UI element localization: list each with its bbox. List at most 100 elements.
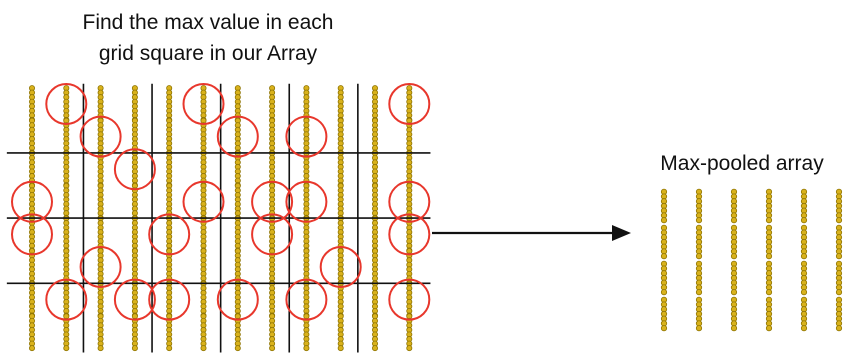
array-cell-r1-c9 bbox=[338, 118, 343, 155]
bead bbox=[270, 346, 275, 351]
array-cell-r4-c3 bbox=[132, 216, 137, 253]
array-cell-r6-c3 bbox=[132, 281, 137, 318]
bead bbox=[372, 346, 377, 351]
pooled-cell-r3-c0 bbox=[661, 297, 666, 331]
pooled-cell-r3-c5 bbox=[836, 297, 841, 331]
array-cell-r4-c10 bbox=[372, 216, 377, 253]
pooled-cell-r1-c5 bbox=[836, 225, 841, 259]
array-cell-r7-c10 bbox=[372, 314, 377, 351]
pooled-cell-r2-c1 bbox=[696, 261, 701, 295]
pooled-cell-r0-c3 bbox=[766, 189, 771, 223]
bead bbox=[235, 346, 240, 351]
array-cell-r0-c11 bbox=[407, 85, 412, 122]
array-cell-r3-c9 bbox=[338, 183, 343, 220]
bead bbox=[766, 253, 771, 258]
bead bbox=[836, 289, 841, 294]
pooled-cell-r1-c4 bbox=[801, 225, 806, 259]
array-cell-r6-c11 bbox=[407, 281, 412, 318]
bead bbox=[661, 289, 666, 294]
bead bbox=[731, 253, 736, 258]
array-cell-r2-c4 bbox=[167, 151, 172, 188]
array-cell-r3-c2 bbox=[98, 183, 103, 220]
pooled-cell-r2-c4 bbox=[801, 261, 806, 295]
bead bbox=[661, 253, 666, 258]
pooled-cell-r1-c2 bbox=[731, 225, 736, 259]
bead bbox=[696, 217, 701, 222]
array-cell-r1-c10 bbox=[372, 118, 377, 155]
bead bbox=[836, 325, 841, 330]
bead bbox=[766, 325, 771, 330]
arrow bbox=[432, 225, 631, 241]
bead bbox=[201, 346, 206, 351]
array-cell-r3-c10 bbox=[372, 183, 377, 220]
left-title-line-2: grid square in our Array bbox=[99, 42, 318, 65]
array-cell-r0-c10 bbox=[372, 85, 377, 122]
array-cell-r5-c10 bbox=[372, 248, 377, 285]
bead bbox=[731, 217, 736, 222]
right-title: Max-pooled array bbox=[660, 152, 824, 175]
array-cell-r0-c0 bbox=[29, 85, 34, 122]
array-cell-r1-c8 bbox=[304, 118, 309, 155]
bead bbox=[661, 217, 666, 222]
array-cell-r5-c9 bbox=[338, 248, 343, 285]
array-cell-r7-c9 bbox=[338, 314, 343, 351]
array-cell-r2-c3 bbox=[132, 151, 137, 188]
bead bbox=[132, 346, 137, 351]
array-cell-r2-c9 bbox=[338, 151, 343, 188]
bead bbox=[338, 346, 343, 351]
array-cell-r4-c6 bbox=[235, 216, 240, 253]
array-cell-r4-c1 bbox=[64, 216, 69, 253]
array-cell-r6-c1 bbox=[64, 281, 69, 318]
pooled-cell-r2-c2 bbox=[731, 261, 736, 295]
array-cell-r0-c9 bbox=[338, 85, 343, 122]
bead bbox=[696, 289, 701, 294]
array-cell-r7-c0 bbox=[29, 314, 34, 351]
array-cell-r6-c0 bbox=[29, 281, 34, 318]
pooled-cell-r0-c4 bbox=[801, 189, 806, 223]
left-title-line-1: Find the max value in each bbox=[83, 11, 334, 34]
array-cell-r7-c7 bbox=[270, 314, 275, 351]
bead bbox=[98, 346, 103, 351]
pooled-cell-r3-c3 bbox=[766, 297, 771, 331]
pooled-cell-r0-c5 bbox=[836, 189, 841, 223]
bead bbox=[731, 289, 736, 294]
array-cell-r3-c5 bbox=[201, 183, 206, 220]
bead bbox=[304, 346, 309, 351]
bead bbox=[801, 325, 806, 330]
pooled-cell-r2-c0 bbox=[661, 261, 666, 295]
bead bbox=[407, 346, 412, 351]
bead bbox=[766, 289, 771, 294]
pooled-cell-r0-c1 bbox=[696, 189, 701, 223]
bead bbox=[801, 289, 806, 294]
array-cell-r1-c7 bbox=[270, 118, 275, 155]
array-cell-r2-c1 bbox=[64, 151, 69, 188]
array-cell-r0-c5 bbox=[201, 85, 206, 122]
pooled-cell-r1-c0 bbox=[661, 225, 666, 259]
bead bbox=[836, 253, 841, 258]
array-cell-r0-c4 bbox=[167, 85, 172, 122]
array-cell-r6-c7 bbox=[270, 281, 275, 318]
array-cell-r4-c4 bbox=[167, 216, 172, 253]
array-cell-r1-c4 bbox=[167, 118, 172, 155]
bead bbox=[167, 346, 172, 351]
pooled-cell-r3-c1 bbox=[696, 297, 701, 331]
bead bbox=[836, 217, 841, 222]
array-cell-r0-c3 bbox=[132, 85, 137, 122]
bead bbox=[766, 217, 771, 222]
array-cell-r6-c4 bbox=[167, 281, 172, 318]
pooled-cell-r2-c5 bbox=[836, 261, 841, 295]
array-cell-r1-c0 bbox=[29, 118, 34, 155]
input-array-grid bbox=[7, 84, 431, 353]
array-cell-r0-c1 bbox=[64, 85, 69, 122]
array-cell-r1-c2 bbox=[98, 118, 103, 155]
pooled-cell-r2-c3 bbox=[766, 261, 771, 295]
bead bbox=[661, 325, 666, 330]
pooled-cell-r0-c2 bbox=[731, 189, 736, 223]
pooled-cell-r1-c3 bbox=[766, 225, 771, 259]
pooled-cell-r3-c2 bbox=[731, 297, 736, 331]
array-cell-r6-c8 bbox=[304, 281, 309, 318]
array-cell-r6-c10 bbox=[372, 281, 377, 318]
left-title: Find the max value in each grid square i… bbox=[83, 11, 334, 65]
bead bbox=[801, 253, 806, 258]
